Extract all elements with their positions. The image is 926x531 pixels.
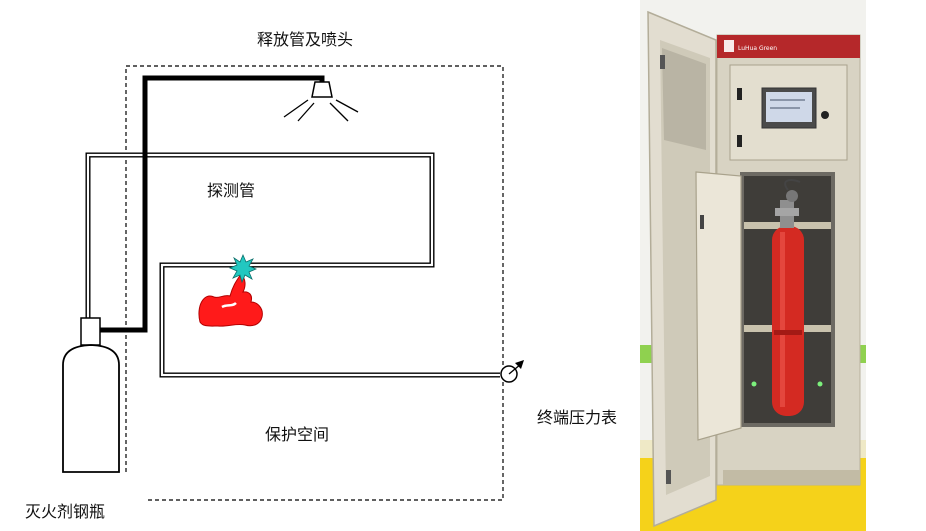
detection-tube [85, 152, 500, 378]
spark-icon [228, 253, 258, 284]
terminal-pressure-gauge-label: 终端压力表 [537, 408, 618, 427]
inner-door [695, 171, 742, 441]
protected-space-label: 保护空间 [265, 425, 330, 444]
fire-suppression-schematic [62, 65, 524, 501]
extinguishing-cylinder-label: 灭火剂钢瓶 [25, 502, 106, 521]
pressure-gauge-icon [500, 360, 524, 383]
brand-text: LuHua Green [738, 45, 777, 52]
release-pipe-nozzle-label: 释放管及喷头 [257, 30, 354, 49]
detection-tube-label: 探测管 [207, 181, 256, 200]
flame-icon [198, 273, 263, 327]
cabinet-body: LuHua Green [716, 34, 861, 486]
cabinet-photo: LuHua Green [640, 0, 866, 531]
extinguishing-cylinder-icon [62, 317, 120, 473]
release-pipe [100, 75, 325, 333]
nozzle-icon [283, 81, 359, 122]
red-cylinder [772, 226, 804, 416]
